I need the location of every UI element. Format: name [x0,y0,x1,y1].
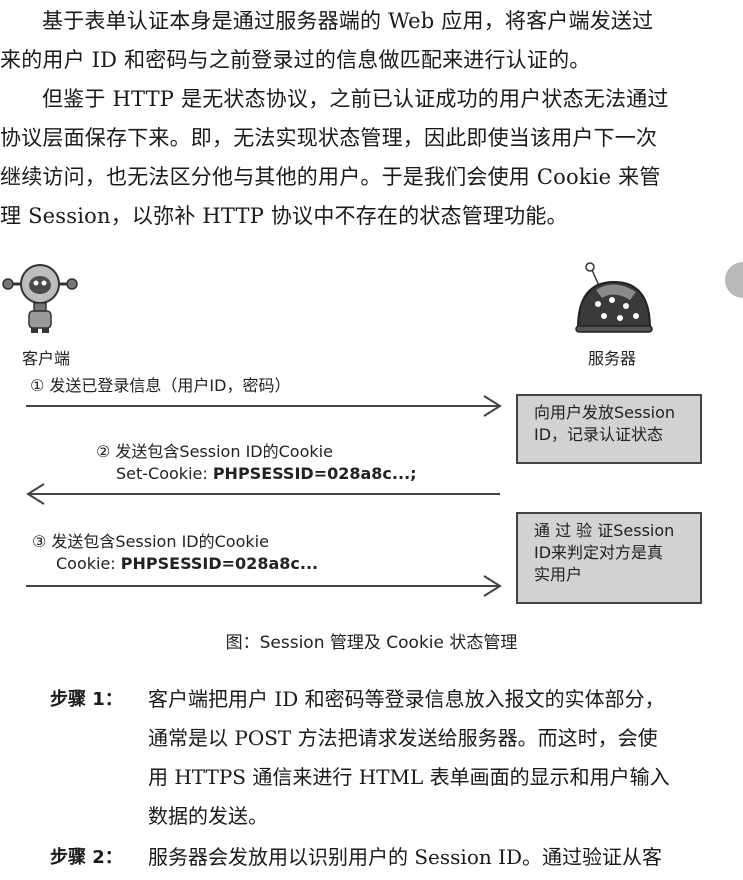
second-line-2: 协议层面保存下来。即，无法实现状态管理，因此即使当该用户下一次 [0,126,658,150]
step-1: 步骤 1： 客户端把用户 ID 和密码等登录信息放入报文的实体部分， 通常是以 … [50,680,730,840]
step-1-body: 客户端把用户 ID 和密码等登录信息放入报文的实体部分， 通常是以 POST 方… [148,680,670,836]
arrow-request-login [26,395,502,417]
step-1-line-3: 用 HTTPS 通信来进行 HTML 表单画面的显示和用户输入 [148,765,670,789]
page-edge-tab [725,262,743,298]
message-3-line-1: ③ 发送包含Session ID的Cookie [32,532,269,551]
step-2-body: 服务器会发放用以识别用户的 Session ID。通过验证从客 [148,838,662,877]
step-2: 步骤 2： 服务器会发放用以识别用户的 Session ID。通过验证从客 [50,838,730,878]
step-2-line-1: 服务器会发放用以识别用户的 Session ID。通过验证从客 [148,845,663,869]
intro-line-2: 来的用户 ID 和密码与之前登录过的信息做匹配来进行认证的。 [0,48,591,72]
arrow-send-cookie [26,575,502,597]
message-2-line-1: ② 发送包含Session ID的Cookie [96,442,333,461]
client-label: 客户端 [22,349,71,368]
figure-caption: 图：Session 管理及 Cookie 状态管理 [225,633,518,653]
intro-line-1: 基于表单认证本身是通过服务器端的 Web 应用，将客户端发送过 [42,9,654,33]
server-label: 服务器 [588,349,637,368]
server-box-issue-session: 向用户发放Session ID，记录认证状态 [516,394,702,464]
message-3-line-2: Cookie: PHPSESSID=028a8c... [56,554,319,573]
arrow-set-cookie [26,483,500,505]
message-1-label: ① 发送已登录信息（用户ID，密码） [30,376,291,395]
message-3-label: ③ 发送包含Session ID的Cookie Cookie: PHPSESSI… [32,531,318,575]
client-robot-icon [2,264,78,333]
step-1-line-4: 数据的发送。 [148,804,268,828]
intro-paragraph: 基于表单认证本身是通过服务器端的 Web 应用，将客户端发送过 来的用户 ID … [0,2,720,80]
step-1-label: 步骤 1： [50,689,123,710]
second-line-4: 理 Session，以弥补 HTTP 协议中不存在的状态管理功能。 [0,204,568,228]
step-2-label: 步骤 2： [50,847,123,868]
second-paragraph: 但鉴于 HTTP 是无状态协议，之前已认证成功的用户状态无法通过 协议层面保存下… [0,80,720,236]
message-2-line-2: Set-Cookie: PHPSESSID=028a8c...; [116,464,417,483]
server-box-2-line-1: 通 过 验 证Session [534,521,675,540]
server-box-1-line-1: 向用户发放Session [534,403,676,422]
second-line-1: 但鉴于 HTTP 是无状态协议，之前已认证成功的用户状态无法通过 [42,87,669,111]
message-2-label: ② 发送包含Session ID的Cookie Set-Cookie: PHPS… [96,441,417,485]
server-box-2-line-2: ID来判定对方是真 [534,543,664,562]
step-1-line-2: 通常是以 POST 方法把请求发送给服务器。而这时，会使 [148,726,658,750]
server-bug-icon [575,262,653,333]
server-box-1-line-2: ID，记录认证状态 [534,425,664,444]
server-box-2-line-3: 实用户 [534,565,583,584]
step-1-line-1: 客户端把用户 ID 和密码等登录信息放入报文的实体部分， [148,687,665,711]
session-figure [2,262,653,597]
second-line-3: 继续访问，也无法区分他与其他的用户。于是我们会使用 Cookie 来管 [0,165,661,189]
server-box-verify-session: 通 过 验 证Session ID来判定对方是真 实用户 [516,512,702,604]
